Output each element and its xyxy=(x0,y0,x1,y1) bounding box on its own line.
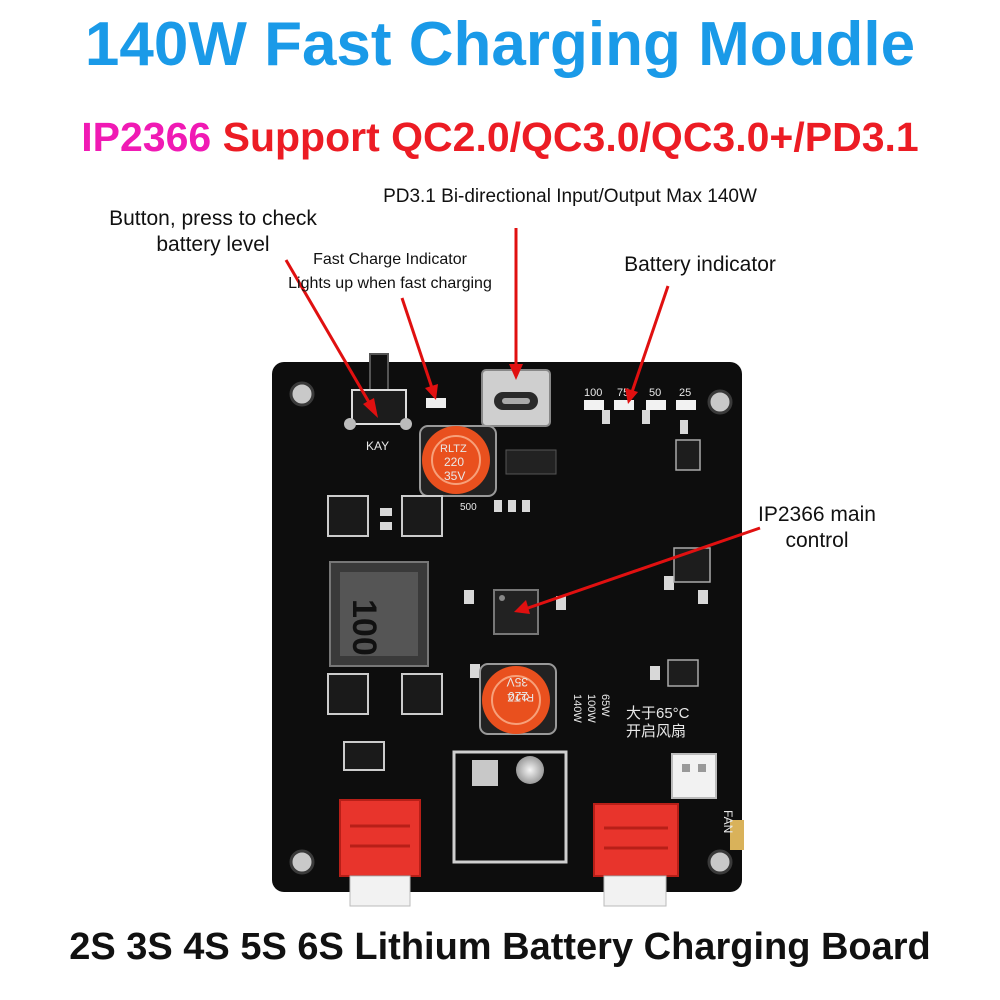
footer-caption: 2S 3S 4S 5S 6S Lithium Battery Charging … xyxy=(69,926,931,968)
power-65w: 65W xyxy=(599,694,611,717)
cap-top-voltage: 35V xyxy=(444,469,465,483)
power-140w: 140W xyxy=(571,694,583,723)
note-button-line2: battery level xyxy=(156,233,270,256)
power-100w: 100W xyxy=(585,694,597,723)
cap-top-value: 220 xyxy=(444,455,464,469)
fan-label: FAN xyxy=(721,810,735,833)
protocol-support: Support QC2.0/QC3.0/QC3.0+/PD3.1 xyxy=(222,114,919,160)
key-label: KAY xyxy=(366,439,389,453)
inductor: 100 xyxy=(329,561,429,667)
arrow-battery xyxy=(630,285,670,393)
led-label-100: 100 xyxy=(584,387,602,399)
arrowhead-fast xyxy=(425,384,438,400)
terminal-right xyxy=(593,803,679,907)
heatsink-cap xyxy=(516,756,544,784)
note-button-line1: Button, press to check xyxy=(109,207,317,230)
cap-bottom-voltage: 35V xyxy=(507,675,528,689)
cap-top-brand: RLTZ xyxy=(440,443,467,455)
note-ic-line2: control xyxy=(785,529,849,552)
arrow-ic xyxy=(527,526,761,610)
fan-on-label: 开启风扇 xyxy=(626,723,686,740)
mounting-holes xyxy=(289,381,733,875)
led-label-25: 25 xyxy=(679,387,691,399)
page-title: 140W Fast Charging Moudle xyxy=(84,10,916,79)
res-label: 500 xyxy=(460,502,477,513)
inductor-label: 100 xyxy=(345,599,383,656)
note-button: Button, press to check battery level xyxy=(88,206,338,258)
mosfets-top xyxy=(327,495,443,537)
arrowhead-usb xyxy=(509,364,523,380)
capacitor-bottom xyxy=(479,663,557,735)
fan-connector xyxy=(671,753,717,799)
mosfets-bottom xyxy=(327,673,443,771)
terminal-left xyxy=(339,799,421,907)
note-ic-line1: IP2366 main xyxy=(758,503,876,526)
note-fast-charge: Fast Charge Indicator Lights up when fas… xyxy=(262,248,518,296)
arrow-button xyxy=(284,259,372,405)
fan-temp-label: 大于65°C xyxy=(626,705,690,722)
arrowhead-battery xyxy=(625,388,638,404)
arrowhead-ic xyxy=(514,600,530,614)
chip-model: IP2366 xyxy=(81,114,212,160)
heatsink-outline xyxy=(452,750,568,864)
board-notch xyxy=(730,820,744,850)
note-battery-indicator: Battery indicator xyxy=(624,253,776,276)
capacitor-top xyxy=(419,425,497,497)
cap-bottom-brand: RLTZ xyxy=(507,691,534,703)
fast-charge-led xyxy=(426,398,446,408)
note-ic: IP2366 main control xyxy=(752,502,882,554)
smd-components xyxy=(380,410,708,680)
cap-bottom-value: 220 xyxy=(508,689,528,703)
annotation-arrows xyxy=(284,228,761,614)
note-pd-io: PD3.1 Bi-directional Input/Output Max 14… xyxy=(383,186,757,207)
protocol-subtitle: IP2366 Support QC2.0/QC3.0/QC3.0+/PD3.1 xyxy=(0,112,1000,162)
heatsink-pad xyxy=(472,760,498,786)
battery-leds xyxy=(584,400,696,410)
note-fast-line1: Fast Charge Indicator xyxy=(313,251,467,268)
diode xyxy=(505,449,557,475)
tactile-button xyxy=(344,353,412,430)
arrowhead-button xyxy=(363,398,378,418)
note-fast-line2: Lights up when fast charging xyxy=(288,275,492,292)
arrow-fast xyxy=(400,297,434,389)
right-ics xyxy=(667,439,711,687)
led-label-50: 50 xyxy=(649,387,661,399)
